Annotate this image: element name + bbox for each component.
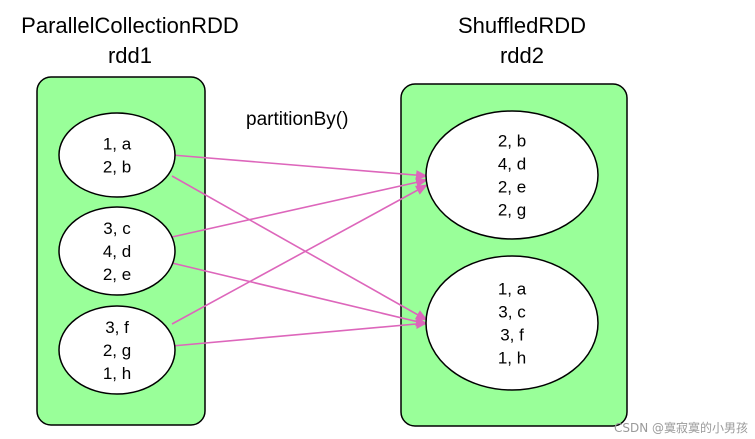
rdd1-partition-2	[58, 206, 176, 296]
rdd2-partition-2-record: 1, a	[498, 280, 527, 299]
rdd2-name-label: rdd2	[500, 43, 544, 68]
rdd1-partition-1	[58, 112, 176, 198]
rdd1-type-label: ParallelCollectionRDD	[21, 13, 239, 38]
arrow-p2-to-p2	[171, 262, 428, 327]
shuffle-arrows	[171, 154, 428, 347]
arrow-p3-to-p1	[171, 184, 428, 325]
arrow-p3-to-p2	[171, 319, 428, 347]
rdd2-partition-1-record: 4, d	[498, 155, 526, 174]
rdd1-partition-1-record: 2, b	[103, 158, 131, 177]
rdd2-partition-2-record: 3, c	[498, 303, 526, 322]
rdd2-partition-2-record: 1, h	[498, 349, 526, 368]
rdd1-name-label: rdd1	[108, 43, 152, 68]
rdd1-partition-3-record: 1, h	[103, 364, 131, 383]
rdd2-type-label: ShuffledRDD	[458, 13, 586, 38]
arrow-p2-to-p1	[171, 177, 428, 238]
rdd2-partition-1	[425, 110, 599, 240]
rdd2-partition-1-record: 2, e	[498, 178, 526, 197]
rdd1-partition-3-record: 3, f	[105, 318, 129, 337]
rdd1-partitions: 1, a 2, b 3, c 4, d 2, e 3, f 2, g 1, h	[58, 112, 176, 395]
rdd1-partition-3	[58, 305, 176, 395]
rdd1-partition-2-record: 4, d	[103, 242, 131, 261]
rdd2-partition-2	[425, 255, 599, 391]
rdd2-partition-2-record: 3, f	[500, 326, 524, 345]
watermark-text: CSDN @寞寂寞的小男孩	[614, 420, 748, 435]
operation-label: partitionBy()	[246, 109, 348, 130]
rdd1-partition-1-record: 1, a	[103, 135, 132, 154]
rdd1-partition-2-record: 3, c	[103, 219, 131, 238]
rdd2-partitions: 2, b 4, d 2, e 2, g 1, a 3, c 3, f 1, h	[425, 110, 599, 391]
rdd2-partition-1-record: 2, b	[498, 132, 526, 151]
rdd2-partition-1-record: 2, g	[498, 201, 526, 220]
rdd1-partition-3-record: 2, g	[103, 341, 131, 360]
arrow-p1-to-p2	[171, 175, 428, 321]
arrow-p1-to-p1	[171, 154, 428, 181]
rdd1-partition-2-record: 2, e	[103, 265, 131, 284]
